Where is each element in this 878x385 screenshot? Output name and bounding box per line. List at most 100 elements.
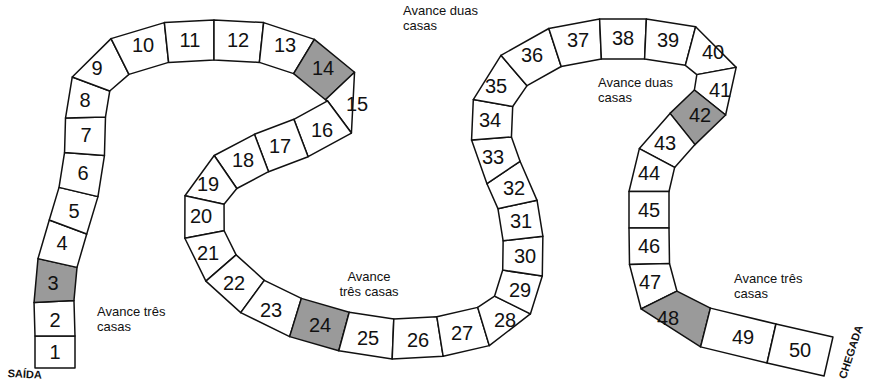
square-number: 9	[91, 58, 102, 78]
square-number: 14	[312, 58, 334, 78]
square-number: 6	[77, 163, 88, 183]
board-square: 40	[685, 26, 737, 75]
square-shape	[685, 27, 736, 75]
board-square: 2	[34, 300, 75, 336]
square-number: 26	[407, 330, 429, 350]
square-shape	[641, 291, 710, 347]
board-square: 38	[599, 19, 647, 59]
instruction-note: Avance três casas	[336, 270, 402, 300]
start-label: SAÍDA	[7, 368, 42, 381]
square-shape	[34, 300, 75, 336]
board-square: 11	[164, 20, 214, 63]
square-number: 40	[702, 42, 724, 62]
square-number: 46	[638, 236, 660, 256]
square-number: 21	[197, 243, 219, 263]
square-number: 24	[309, 315, 331, 335]
square-shape	[65, 117, 106, 156]
square-number: 28	[494, 310, 516, 330]
square-shape	[701, 308, 776, 363]
board-square: 33	[471, 136, 521, 184]
square-number: 10	[132, 35, 154, 55]
square-number: 50	[789, 340, 811, 360]
square-number: 39	[657, 30, 679, 50]
instruction-note: Avance duas casas	[598, 76, 680, 106]
square-number: 13	[274, 35, 296, 55]
square-shape	[629, 192, 669, 229]
square-number: 47	[639, 272, 661, 292]
square-shape	[339, 312, 394, 359]
square-number: 48	[657, 308, 679, 328]
square-shape	[629, 149, 675, 192]
square-number: 43	[654, 133, 676, 153]
square-number: 19	[197, 174, 219, 194]
square-number: 7	[80, 125, 91, 145]
square-number: 16	[311, 120, 333, 140]
square-shape	[472, 137, 520, 184]
board-square: 30	[502, 236, 543, 276]
square-number: 36	[521, 45, 543, 65]
square-number: 49	[732, 327, 754, 347]
board-square: 12	[214, 20, 264, 63]
square-number: 5	[68, 201, 79, 221]
square-number: 31	[510, 211, 532, 231]
square-number: 44	[638, 163, 660, 183]
board-square: 48	[641, 291, 711, 347]
square-number: 25	[357, 328, 379, 348]
square-shape	[164, 20, 214, 62]
square-number: 3	[47, 273, 58, 293]
square-shape	[767, 324, 833, 376]
square-number: 2	[49, 310, 60, 330]
square-number: 30	[514, 246, 536, 266]
square-number: 20	[190, 206, 212, 226]
square-number: 45	[638, 200, 660, 220]
finish-label: CHEGADA	[837, 324, 865, 380]
instruction-note: Avance duas casas	[403, 4, 485, 34]
board-square: 49	[700, 308, 776, 363]
square-number: 42	[689, 105, 711, 125]
square-number: 29	[509, 280, 531, 300]
square-number: 18	[232, 150, 254, 170]
square-shape	[214, 20, 264, 62]
square-shape	[629, 228, 669, 265]
square-number: 27	[451, 323, 473, 343]
square-number: 17	[269, 136, 291, 156]
square-number: 1	[49, 342, 60, 362]
square-shape	[495, 270, 543, 314]
square-shape	[111, 23, 169, 75]
square-number: 23	[260, 300, 282, 320]
square-number: 35	[485, 76, 507, 96]
board-square: 10	[111, 22, 169, 75]
board-square: 45	[629, 191, 669, 228]
square-shape	[59, 152, 104, 196]
square-shape	[35, 336, 75, 368]
square-number: 33	[482, 147, 504, 167]
square-number: 38	[612, 28, 634, 48]
square-number: 37	[567, 30, 589, 50]
square-number: 8	[79, 90, 90, 110]
board-square: 29	[494, 270, 543, 314]
square-number: 11	[180, 30, 201, 50]
board-square: 44	[629, 148, 675, 192]
square-number: 22	[223, 273, 245, 293]
square-number: 32	[503, 178, 525, 198]
square-shape	[392, 317, 443, 359]
board-square: 50	[767, 324, 833, 376]
instruction-note: Avance três casas	[97, 305, 177, 335]
square-shape	[549, 19, 602, 66]
board-square: 26	[392, 316, 444, 359]
board-square: 7	[64, 116, 106, 156]
board-square: 6	[59, 152, 105, 197]
board-square: 46	[629, 228, 670, 265]
board-square: 25	[338, 312, 394, 359]
square-number: 4	[56, 233, 67, 253]
square-shape	[503, 236, 543, 276]
square-number: 15	[346, 94, 368, 114]
square-number: 12	[227, 30, 249, 50]
square-shape	[600, 19, 647, 59]
board-square: 37	[548, 19, 602, 67]
instruction-note: Avance três casas	[734, 272, 814, 302]
square-number: 34	[479, 110, 501, 130]
board-square: 1	[35, 336, 75, 368]
square-number: 41	[709, 80, 731, 100]
